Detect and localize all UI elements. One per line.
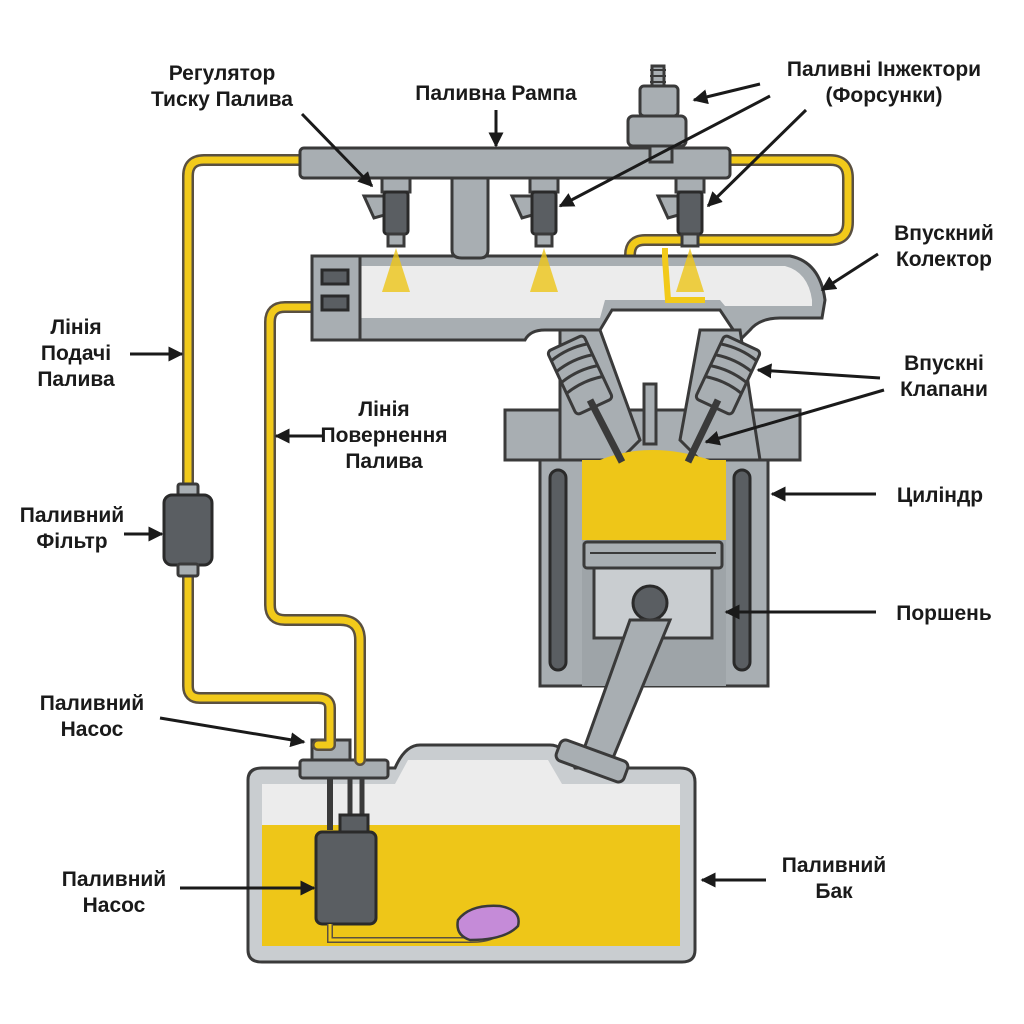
intake-manifold xyxy=(310,248,827,343)
label-line: Насос xyxy=(83,894,146,917)
svg-text:Паливні Інжектори(Форсунки): Паливні Інжектори (Форсунки) xyxy=(787,58,981,107)
label-line: Впускні xyxy=(904,352,984,375)
fuel-supply-line xyxy=(182,154,336,751)
label-line: Паливний xyxy=(40,692,144,715)
label-piston: Поршень xyxy=(724,602,992,625)
label-line: (Форсунки) xyxy=(825,84,942,107)
float xyxy=(456,904,520,942)
fuel-injector-3 xyxy=(655,176,706,292)
fuel-return-line xyxy=(264,301,366,766)
label-line: Поршень xyxy=(896,602,992,625)
fuel-filter xyxy=(162,482,214,578)
label-line: Повернення xyxy=(320,424,447,447)
label-line: Насос xyxy=(61,718,124,741)
label-line: Палива xyxy=(37,368,115,391)
label-line: Колектор xyxy=(896,248,992,271)
label-line: Клапани xyxy=(900,378,988,401)
label-line: Паливні Інжектори xyxy=(787,58,981,81)
intake-valves xyxy=(546,334,762,464)
label-line: Бак xyxy=(815,880,853,903)
label-line: Паливний xyxy=(20,504,124,527)
label-line: Лінія xyxy=(50,316,101,339)
label-cylinder: Циліндр xyxy=(770,484,983,507)
label-line: Паливний xyxy=(62,868,166,891)
fuel-rail xyxy=(298,146,732,260)
label-line: Палива xyxy=(345,450,423,473)
svg-text:Поршень: Поршень xyxy=(896,602,992,625)
label-line: Паливний xyxy=(782,854,886,877)
label-line: Подачі xyxy=(41,342,111,365)
label-line: Паливна Рампа xyxy=(415,82,577,105)
label-fuel-rail: Паливна Рампа xyxy=(415,82,577,148)
svg-text:Паливна Рампа: Паливна Рампа xyxy=(415,82,577,105)
svg-text:Циліндр: Циліндр xyxy=(897,484,983,507)
label-line: Лінія xyxy=(358,398,409,421)
label-line: Тиску Палива xyxy=(151,88,293,111)
connecting-rod xyxy=(554,618,673,784)
in-tank-fuel-pump xyxy=(298,738,520,943)
label-line: Регулятор xyxy=(169,62,276,85)
fuel-injector-2 xyxy=(509,176,560,292)
label-injectors: Паливні Інжектори (Форсунки) xyxy=(558,58,981,208)
label-line: Фільтр xyxy=(36,530,107,553)
fuel-injector-1 xyxy=(361,176,412,292)
label-line: Впускний xyxy=(894,222,994,245)
label-line: Циліндр xyxy=(897,484,983,507)
rail-top-unit xyxy=(626,64,688,164)
